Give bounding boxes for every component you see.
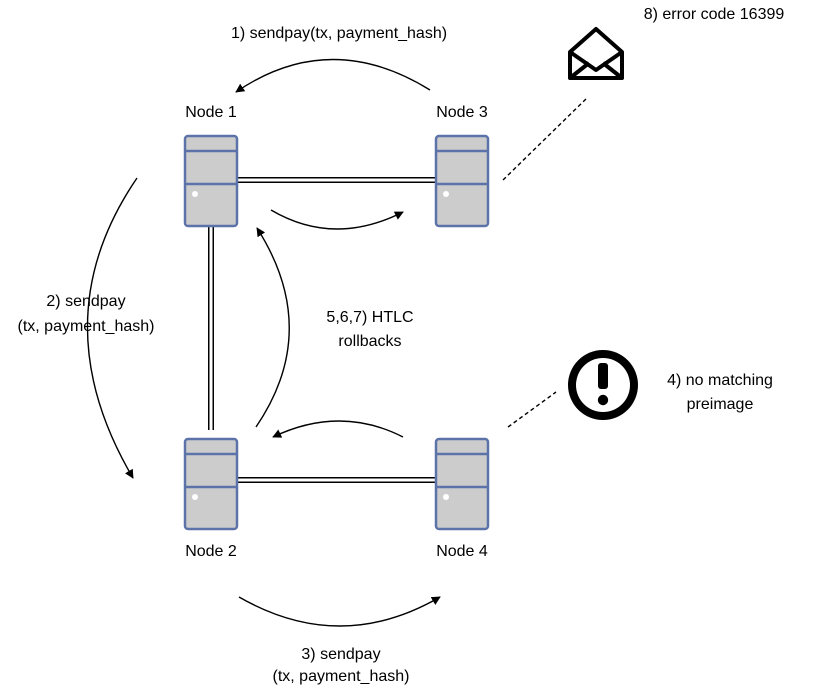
step1-label: 1) sendpay(tx, payment_hash) — [231, 25, 447, 42]
step2-label-line2: (tx, payment_hash) — [18, 318, 155, 335]
arrow-htlc-rollback-node1-node3 — [270, 209, 404, 230]
step3-label-line2: (tx, payment_hash) — [273, 668, 410, 685]
arrow-step3 — [238, 596, 441, 627]
node2-server-icon — [183, 437, 239, 531]
arrow-step2 — [86, 177, 138, 479]
connector-node4-alert — [507, 391, 557, 428]
connector-node3-error — [502, 96, 589, 181]
arrow-step1 — [235, 58, 431, 93]
arrow-htlc-rollback-node2-node1 — [255, 227, 290, 428]
node4-label: Node 4 — [436, 543, 488, 560]
step8-label: 8) error code 16399 — [644, 6, 785, 23]
exclamation-circle-icon — [568, 350, 638, 420]
open-envelope-icon — [568, 27, 624, 80]
step3-label-line1: 3) sendpay — [301, 646, 380, 663]
node1-label: Node 1 — [185, 104, 237, 121]
node4-server-icon — [434, 437, 490, 531]
node2-label: Node 2 — [185, 543, 237, 560]
node3-server-icon — [434, 134, 490, 228]
step2-label-line1: 2) sendpay — [46, 293, 125, 310]
arrow-htlc-rollback-node4-node2 — [272, 420, 404, 438]
step4-label-line2: preimage — [687, 396, 754, 413]
node3-label: Node 3 — [436, 104, 488, 121]
step567-label-line1: 5,6,7) HTLC — [326, 309, 413, 326]
node1-server-icon — [183, 134, 239, 228]
step567-label-line2: rollbacks — [338, 333, 401, 350]
step4-label-line1: 4) no matching — [667, 372, 773, 389]
